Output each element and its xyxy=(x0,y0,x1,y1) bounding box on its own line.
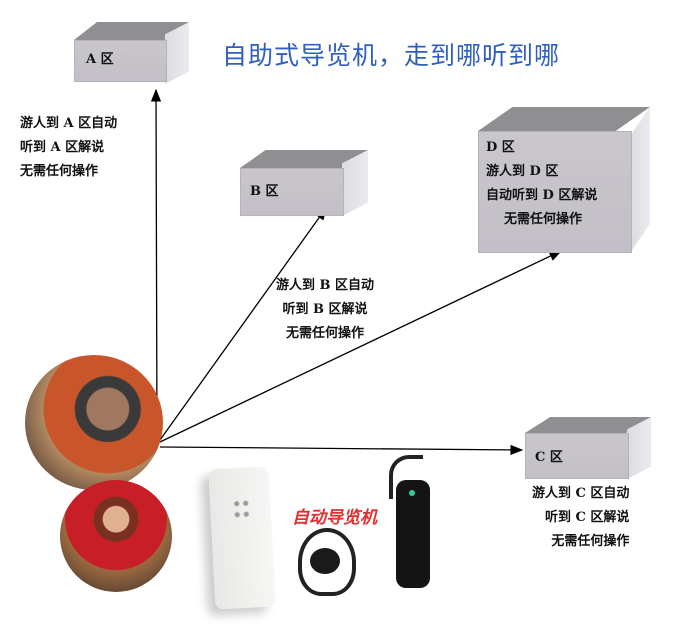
arrow-to-b xyxy=(159,206,327,441)
zone-c-desc: 游人到 C 区自动听到 C 区解说无需任何操作 xyxy=(532,486,630,549)
zone-a-label: A 区 xyxy=(86,52,114,67)
arrow-to-a xyxy=(150,88,162,441)
arrow-to-d xyxy=(159,250,563,443)
earpiece-hook xyxy=(389,455,423,499)
page-title: 自助式导览机，走到哪听到哪 xyxy=(222,41,561,70)
receiver-device xyxy=(208,466,276,610)
device-label: 自动导览机 xyxy=(292,508,377,528)
visitor-photo-woman xyxy=(60,480,172,592)
earhook-headphone xyxy=(298,528,356,596)
zone-b-label: B 区 xyxy=(250,184,279,199)
zone-a-desc: 游人到 A 区自动听到 A 区解说无需任何操作 xyxy=(20,116,118,179)
arrow-to-c xyxy=(159,444,524,456)
visitor-photo-man xyxy=(25,355,163,490)
zone-c-label: C 区 xyxy=(535,450,563,465)
zone-b-desc: 游人到 B 区自动听到 B 区解说无需任何操作 xyxy=(276,278,375,341)
zone-d-desc: D 区游人到 D 区自动听到 D 区解说无需任何操作 xyxy=(486,140,598,227)
control-buttons-icon xyxy=(231,497,252,521)
